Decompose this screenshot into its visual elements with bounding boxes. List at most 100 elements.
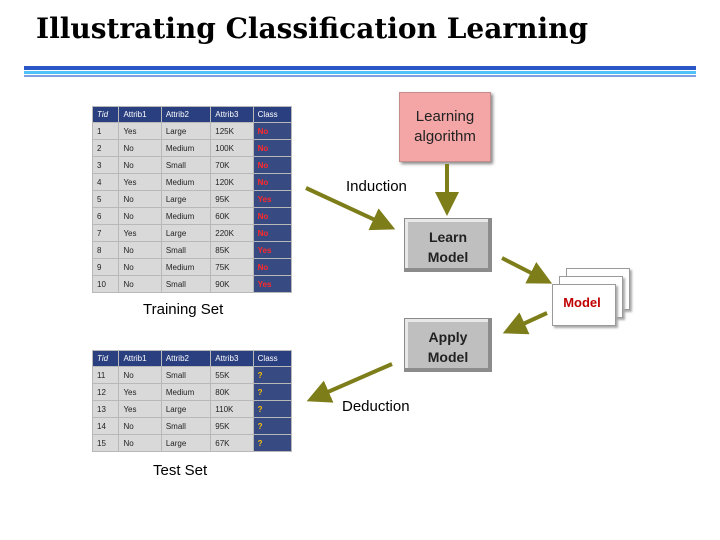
- apply-model-line-1: Apply: [428, 329, 468, 345]
- table-cell: Small: [160, 156, 212, 174]
- table-cell: Large: [160, 434, 212, 452]
- test-set-caption: Test Set: [153, 462, 208, 479]
- class-cell: No: [252, 156, 293, 174]
- training-set-caption: Training Set: [143, 301, 224, 318]
- apply-model-box: Apply Model: [404, 318, 492, 372]
- table-cell: No: [118, 139, 162, 157]
- table-cell: 90K: [210, 275, 254, 293]
- table-cell: 14: [91, 417, 120, 435]
- arrow-training-to-learn-model: [305, 186, 396, 231]
- arrow-learn-model-to-model: [501, 256, 553, 284]
- table-cell: 55K: [210, 366, 254, 384]
- learn-model-line-2: Model: [427, 249, 469, 265]
- table-cell: 7: [91, 224, 120, 242]
- class-cell: No: [252, 122, 293, 140]
- column-header: Attrib1: [118, 350, 162, 367]
- table-cell: Yes: [118, 383, 162, 401]
- table-cell: 220K: [210, 224, 254, 242]
- table-cell: Medium: [160, 173, 212, 191]
- column-header: Class: [252, 350, 293, 367]
- table-cell: 120K: [210, 173, 254, 191]
- table-cell: 8: [91, 241, 120, 259]
- class-cell: ?: [252, 417, 293, 435]
- table-cell: 13: [91, 400, 120, 418]
- table-cell: Medium: [160, 139, 212, 157]
- table-cell: No: [118, 434, 162, 452]
- table-cell: Medium: [160, 258, 212, 276]
- model-card-front: [552, 284, 616, 326]
- learn-model-box: Learn Model: [404, 218, 492, 272]
- table-cell: 10: [91, 275, 120, 293]
- table-cell: 125K: [210, 122, 254, 140]
- learning-algorithm-line-1: Learning: [415, 108, 475, 125]
- class-cell: Yes: [252, 275, 293, 293]
- arrow-apply-model-to-test: [306, 362, 393, 403]
- table-cell: 85K: [210, 241, 254, 259]
- table-cell: Small: [160, 417, 212, 435]
- column-header: Tid: [91, 350, 120, 367]
- table-cell: Large: [160, 400, 212, 418]
- slide-title: Illustrating Classification Learning: [36, 12, 589, 45]
- table-cell: No: [118, 258, 162, 276]
- column-header: Class: [252, 106, 293, 123]
- class-cell: ?: [252, 434, 293, 452]
- table-cell: 2: [91, 139, 120, 157]
- induction-label: Induction: [346, 178, 407, 195]
- table-cell: 95K: [210, 417, 254, 435]
- table-cell: Yes: [118, 173, 162, 191]
- column-header: Attrib1: [118, 106, 162, 123]
- column-header: Attrib3: [210, 350, 254, 367]
- table-cell: No: [118, 417, 162, 435]
- table-cell: Small: [160, 275, 212, 293]
- table-cell: 67K: [210, 434, 254, 452]
- table-cell: Large: [160, 122, 212, 140]
- title-rule-mid: [24, 71, 696, 74]
- table-cell: Medium: [160, 207, 212, 225]
- table-cell: 100K: [210, 139, 254, 157]
- table-cell: No: [118, 275, 162, 293]
- class-cell: ?: [252, 400, 293, 418]
- deduction-label: Deduction: [342, 398, 410, 415]
- table-cell: Large: [160, 190, 212, 208]
- table-cell: Small: [160, 241, 212, 259]
- table-cell: 3: [91, 156, 120, 174]
- learning-algorithm-line-2: algorithm: [414, 128, 476, 145]
- column-header: Tid: [91, 106, 120, 123]
- learning-algorithm-box: Learning algorithm: [399, 92, 491, 162]
- table-cell: 75K: [210, 258, 254, 276]
- class-cell: Yes: [252, 241, 293, 259]
- table-cell: 95K: [210, 190, 254, 208]
- learn-model-line-1: Learn: [428, 229, 468, 245]
- table-cell: No: [118, 190, 162, 208]
- table-cell: 1: [91, 122, 120, 140]
- class-cell: ?: [252, 366, 293, 384]
- title-rule-bottom: [24, 75, 696, 77]
- table-cell: 15: [91, 434, 120, 452]
- table-cell: 70K: [210, 156, 254, 174]
- table-cell: 80K: [210, 383, 254, 401]
- apply-model-line-2: Model: [427, 349, 469, 365]
- table-cell: No: [118, 241, 162, 259]
- class-cell: No: [252, 258, 293, 276]
- table-cell: 60K: [210, 207, 254, 225]
- arrow-model-to-apply-model: [502, 311, 548, 335]
- class-cell: No: [252, 139, 293, 157]
- title-rule-top: [24, 66, 696, 70]
